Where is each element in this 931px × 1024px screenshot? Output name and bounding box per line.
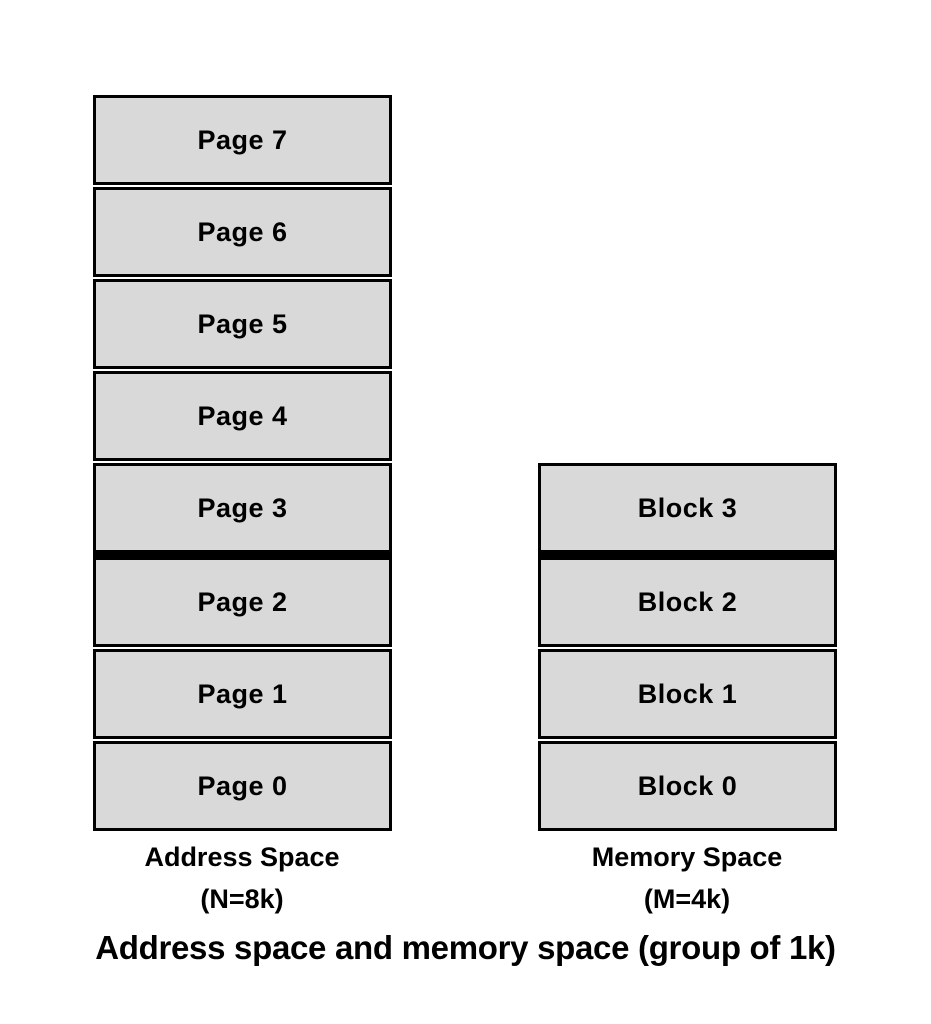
- address-space-label: Address Space (N=8k): [62, 836, 422, 920]
- page-box-6: Page 6: [93, 187, 392, 277]
- page-box-5: Page 5: [93, 279, 392, 369]
- memory-space-label-line1: Memory Space: [591, 842, 783, 872]
- page-box-label: Page 1: [197, 678, 288, 709]
- page-box-0: Page 0: [93, 741, 392, 831]
- page-box-label: Page 7: [197, 124, 288, 155]
- memory-space-label-line2: (M=4k): [643, 884, 731, 914]
- page-box-label: Page 2: [197, 586, 288, 617]
- block-box-3: Block 3: [538, 463, 837, 553]
- thick-divider: [93, 553, 392, 557]
- page-box-label: Page 6: [197, 216, 288, 247]
- block-box-1: Block 1: [538, 649, 837, 739]
- thick-divider: [538, 553, 837, 557]
- block-box-label: Block 1: [637, 678, 738, 709]
- page-box-label: Page 4: [197, 400, 288, 431]
- address-space-label-line2: (N=8k): [200, 884, 284, 914]
- page-box-3: Page 3: [93, 463, 392, 553]
- diagram-caption: Address space and memory space (group of…: [95, 929, 836, 966]
- address-space-stack: Page 7 Page 6 Page 5 Page 4 Page 3 Page …: [93, 95, 392, 831]
- block-box-0: Block 0: [538, 741, 837, 831]
- page-box-label: Page 0: [197, 770, 288, 801]
- memory-space-label: Memory Space (M=4k): [507, 836, 867, 920]
- page-box-4: Page 4: [93, 371, 392, 461]
- page-box-label: Page 5: [197, 308, 288, 339]
- block-box-label: Block 2: [637, 586, 738, 617]
- page-box-label: Page 3: [197, 492, 288, 523]
- page-box-1: Page 1: [93, 649, 392, 739]
- page-box-2: Page 2: [93, 557, 392, 647]
- block-box-label: Block 3: [637, 492, 738, 523]
- block-box-label: Block 0: [637, 770, 738, 801]
- page-box-7: Page 7: [93, 95, 392, 185]
- block-box-2: Block 2: [538, 557, 837, 647]
- address-space-label-line1: Address Space: [144, 842, 340, 872]
- memory-space-stack: Block 3 Block 2 Block 1 Block 0: [538, 463, 837, 831]
